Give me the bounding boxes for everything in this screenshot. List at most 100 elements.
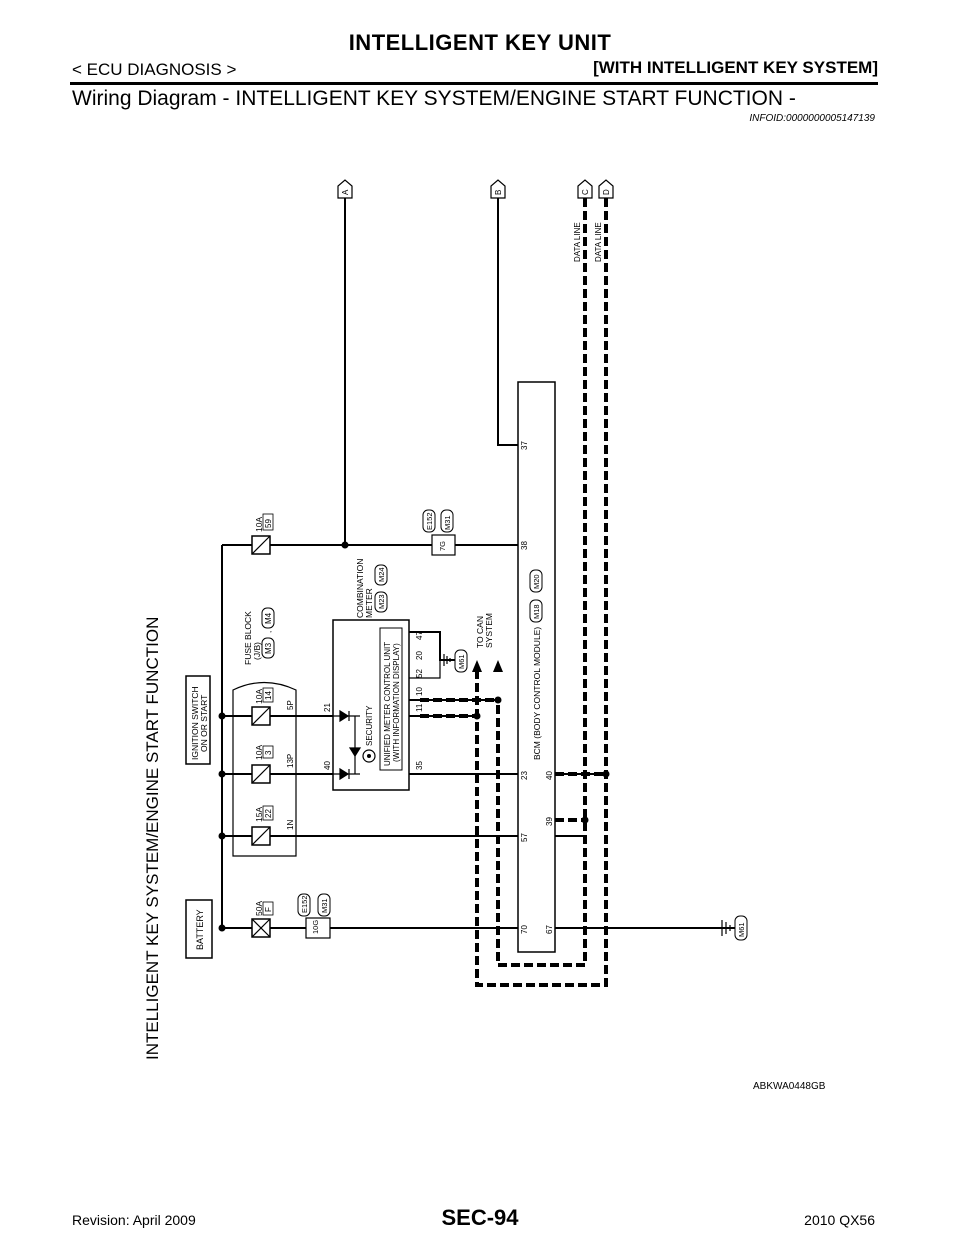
data-line-c	[496, 198, 587, 967]
terminal-b: B	[494, 190, 503, 195]
terminal-a: A	[341, 189, 350, 195]
meter-pin-11: 11	[415, 703, 424, 712]
to-can-label-2: SYSTEM	[484, 613, 494, 648]
connector-m18: M18	[532, 604, 541, 619]
fuse-59: 10A 59	[251, 513, 274, 555]
fuse-3-rating: 10A	[254, 745, 264, 760]
terminal-d-flag	[598, 179, 614, 199]
terminal-d: D	[602, 189, 611, 195]
fuse-f: 50A F	[251, 901, 274, 938]
fuse-14-rating: 10A	[254, 689, 264, 704]
fuse-f-rating: 50A	[254, 901, 264, 916]
fuse-22-rating: 15A	[254, 807, 264, 822]
junction-dot	[341, 541, 349, 549]
ignition-switch-label: IGNITION SWITCH	[190, 686, 200, 760]
joint-pin-7g: 7G	[438, 541, 447, 551]
junction-dot	[581, 816, 589, 824]
connector-e152-box-1	[297, 893, 311, 917]
fuse-f-number: F	[264, 907, 273, 912]
diode-21-icon	[339, 709, 350, 723]
connector-e152-2: E152	[425, 512, 434, 530]
fuse-block-outline	[232, 681, 297, 857]
to-can-label: TO CAN	[475, 616, 485, 648]
meter-pin-40: 40	[323, 761, 332, 770]
diodes	[333, 709, 362, 781]
can-arrows	[472, 660, 503, 672]
ground-m61-2: M61	[737, 922, 746, 937]
unified-meter-box	[379, 627, 403, 771]
terminal-a-flag	[337, 179, 353, 199]
fuse-block-label-2: (J/B)	[252, 642, 262, 660]
junction-dot	[602, 770, 610, 778]
bcm-pin-67: 67	[545, 925, 554, 934]
data-lines	[420, 198, 608, 987]
bcm-label: BCM (BODY CONTROL MODULE)	[532, 627, 542, 760]
connector-m20: M20	[532, 574, 541, 589]
junction-dot	[218, 770, 226, 778]
terminal-c: C	[581, 189, 590, 195]
fuse-14-slash	[251, 706, 271, 726]
bcm-pin-57: 57	[520, 833, 529, 842]
combination-meter-label: COMBINATION	[355, 559, 365, 618]
meter-pin-10: 10	[415, 687, 424, 696]
fuse-3-number-box	[262, 745, 274, 759]
ground-m61-box-2	[734, 915, 748, 941]
bcm-pin-37: 37	[520, 441, 529, 450]
fuse-14-number: 14	[264, 691, 273, 700]
figure-code: ABKWA0448GB	[753, 1081, 826, 1092]
connector-m23: M23	[377, 594, 386, 609]
ignition-switch-label-2: ON OR START	[199, 695, 209, 752]
terminal-c-flag	[577, 179, 593, 199]
fuse-3-slash	[251, 764, 271, 784]
connector-m31-box-2	[440, 509, 454, 533]
fuse-f-cross-2	[251, 918, 271, 938]
fuse-f-number-box	[262, 901, 274, 916]
fuse-22: 15A 22	[251, 805, 274, 846]
bcm-box	[517, 381, 556, 953]
data-line-label-c: DATA LINE	[573, 222, 582, 262]
bcm-pin-23: 23	[520, 771, 529, 780]
bcm-pin-70: 70	[520, 925, 529, 934]
fuse-block-label: FUSE BLOCK	[243, 611, 253, 665]
fuse-59-number-box	[262, 513, 274, 531]
can-arrow-1	[472, 660, 482, 672]
can-arrow-2	[493, 660, 503, 672]
footer-revision: Revision: April 2009	[72, 1212, 196, 1228]
fuse-14: 10A 14	[251, 687, 274, 726]
fuse-22-number-box	[262, 805, 274, 821]
terminal-b-flag	[490, 179, 506, 199]
wire-terminal-b	[497, 198, 518, 446]
data-line-label-d: DATA LINE	[594, 222, 603, 262]
joint-10g-box	[305, 917, 331, 939]
meter-pin-52: 52	[415, 669, 424, 678]
meter-pin-20: 20	[415, 651, 424, 660]
system-label: [WITH INTELLIGENT KEY SYSTEM]	[593, 58, 878, 77]
connector-m4: M4	[264, 612, 273, 624]
connector-m23-box	[374, 591, 388, 613]
data-line-d	[475, 198, 608, 987]
fuse-22-number: 22	[264, 809, 273, 818]
fuse-pin-13p: 13P	[286, 754, 295, 768]
bcm-pin-38: 38	[520, 541, 529, 550]
junction-dot	[473, 712, 481, 720]
joint-pin-10g: 10G	[311, 920, 320, 934]
battery-box	[185, 899, 213, 959]
bcm-pin-40: 40	[545, 771, 554, 780]
security-indicator-dot	[367, 754, 371, 758]
connector-m3-box	[261, 637, 275, 659]
fuse-59-number: 59	[264, 519, 273, 528]
footer-page-number: SEC-94	[441, 1205, 519, 1230]
right-ground	[721, 920, 731, 936]
connector-e152-1: E152	[300, 895, 309, 913]
meter-pin-35: 35	[415, 761, 424, 770]
ground-m61-box-1	[454, 649, 468, 673]
connector-sep: ,	[264, 631, 273, 633]
diode-bridge-icon	[348, 747, 362, 758]
fuse-14-number-box	[262, 687, 274, 703]
footer-model: 2010 QX56	[804, 1212, 875, 1228]
connector-e152-box-2	[422, 509, 436, 533]
fuse-59-slash	[251, 535, 271, 555]
fuse-22-slash	[251, 826, 271, 846]
bcm-pin-39: 39	[545, 817, 554, 826]
